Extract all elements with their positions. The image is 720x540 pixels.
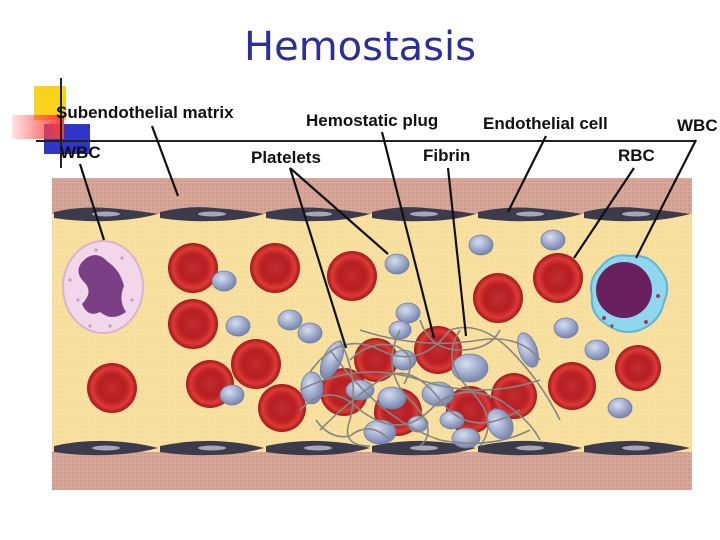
platelet (517, 332, 539, 368)
platelet (607, 397, 633, 419)
pointer-rbc (573, 167, 635, 259)
corner-vertical-line (60, 78, 62, 168)
platelet (384, 253, 410, 275)
platelet (451, 353, 489, 383)
rbc-cell (168, 243, 218, 293)
rbc-cell (231, 339, 281, 389)
platelet (225, 315, 251, 337)
pointer-endothelial (507, 135, 547, 213)
corner-red-square (12, 115, 64, 139)
platelet (297, 322, 323, 344)
fibrin-mesh (299, 319, 561, 447)
platelet (395, 302, 421, 324)
platelets (211, 229, 633, 449)
label-rbc: RBC (618, 146, 655, 165)
platelet (451, 427, 481, 449)
label-endothelial-cell: Endothelial cell (483, 114, 608, 133)
vessel-wall-bottom (52, 452, 692, 490)
rbc-cell (168, 299, 218, 349)
pointer-hemostatic-plug (380, 131, 436, 339)
platelet (540, 229, 566, 251)
rbc-cell (87, 363, 137, 413)
rbc-cell (615, 345, 661, 391)
pointer-platelets-1 (289, 167, 389, 255)
label-wbc-left: WBC (60, 143, 101, 162)
rbc-cell (533, 253, 583, 303)
platelet (377, 386, 407, 410)
pointer-platelets-2 (288, 167, 348, 349)
rbc-cell (258, 384, 306, 432)
label-platelets: Platelets (251, 148, 321, 167)
pointer-wbc-left (78, 163, 106, 241)
platelet (391, 349, 417, 371)
rbc-cell (250, 243, 300, 293)
pointer-wbc-right (635, 139, 697, 259)
platelet (219, 384, 245, 406)
corner-horizontal-line (36, 140, 696, 142)
pointer-subendothelial (150, 125, 180, 197)
platelet (584, 339, 610, 361)
platelet (553, 317, 579, 339)
platelet (211, 270, 237, 292)
pointer-lines (78, 125, 697, 349)
rbc-cell (327, 251, 377, 301)
slide-title: Hemostasis (244, 24, 476, 70)
vessel-wall-top (52, 178, 692, 214)
rbc-cell (473, 273, 523, 323)
wbc-neutrophil (62, 240, 144, 334)
label-subendothelial-matrix: Subendothelial matrix (56, 103, 234, 122)
label-wbc-right: WBC (677, 116, 718, 135)
platelet (439, 410, 465, 430)
platelet (468, 234, 494, 256)
pointer-fibrin (446, 167, 468, 337)
wbc-lymphocyte (590, 254, 669, 333)
label-hemostatic-plug: Hemostatic plug (306, 111, 438, 130)
endothelium-top (54, 207, 690, 222)
endothelium-bottom (54, 440, 690, 456)
platelet (277, 309, 303, 331)
rbc-cell (548, 362, 596, 410)
label-fibrin: Fibrin (423, 146, 470, 165)
platelet (300, 371, 324, 405)
